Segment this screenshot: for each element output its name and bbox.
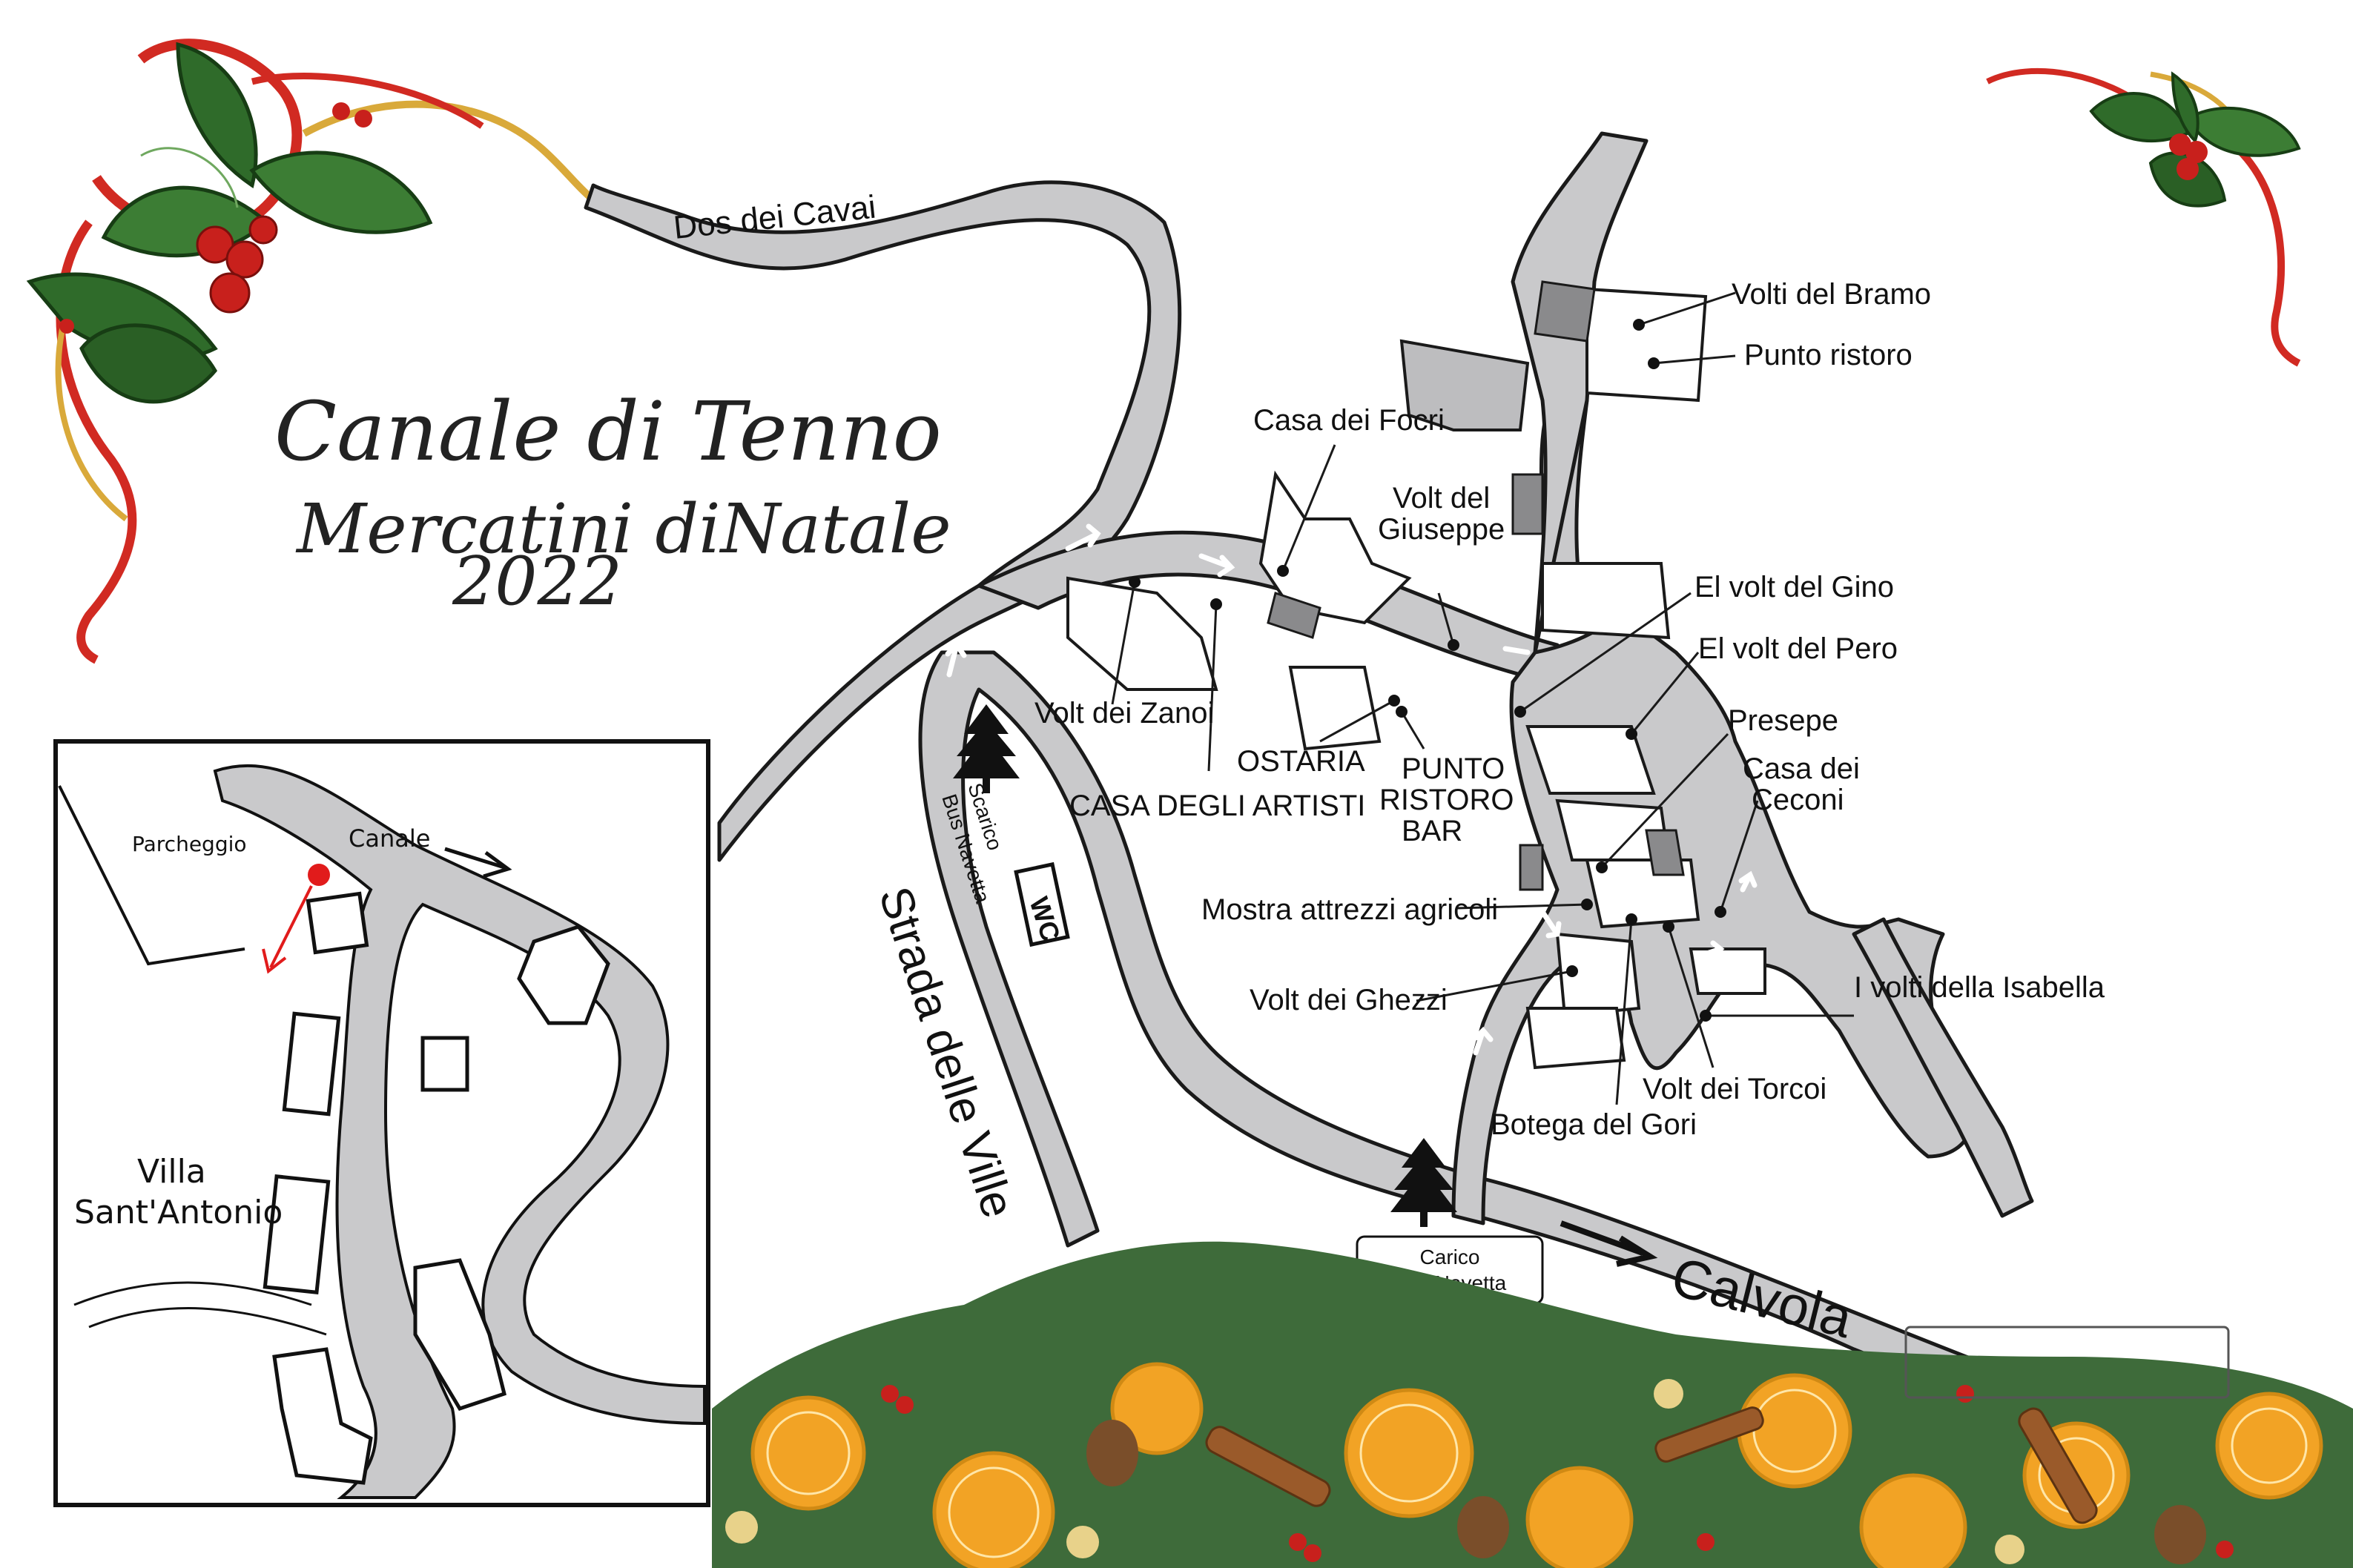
label-volti-del-bramo: Volti del Bramo xyxy=(1732,278,1931,311)
inset-marker-icon xyxy=(308,864,330,886)
label-casa-dei-ceconi-1: Casa dei xyxy=(1743,752,1860,785)
roads xyxy=(584,131,2086,1440)
label-volt-dei-torcoi: Volt dei Torcoi xyxy=(1643,1073,1826,1105)
label-punto-ristoro-bar-2: RISTORO xyxy=(1379,784,1514,816)
title-sub: Mercatini diNatale xyxy=(295,489,951,569)
holly-top-left-icon xyxy=(26,39,610,664)
inset-label-villa-1: Villa xyxy=(137,1153,206,1191)
inset-label-villa-2: Sant'Antonio xyxy=(74,1194,283,1231)
village-blocks xyxy=(1066,287,1766,1070)
label-volt-dei-ghezzi: Volt dei Ghezzi xyxy=(1250,984,1448,1016)
garland-decoration xyxy=(712,1241,2353,1568)
label-volt-del-giuseppe-2: Giuseppe xyxy=(1378,513,1505,546)
label-casa-degli-artisti: CASA DEGLI ARTISTI xyxy=(1069,790,1365,822)
label-botega-del-gori: Botega del Gori xyxy=(1491,1108,1697,1141)
inset-label-parcheggio: Parcheggio xyxy=(132,832,247,856)
title-year: 2022 xyxy=(452,543,622,621)
calvola-arrow-icon xyxy=(1560,1220,1658,1267)
label-presepe: Presepe xyxy=(1728,704,1838,737)
label-ostaria: OSTARIA xyxy=(1237,745,1365,778)
label-el-volt-del-gino: El volt del Gino xyxy=(1694,571,1894,603)
label-volt-del-giuseppe-1: Volt del xyxy=(1393,482,1490,515)
direction-arrows xyxy=(945,523,1758,1056)
wc-icon: WC xyxy=(1014,861,1070,947)
label-punto-ristoro: Punto ristoro xyxy=(1744,339,1913,371)
label-el-volt-del-pero: El volt del Pero xyxy=(1698,632,1898,665)
poi-labels: Volti del Bramo Punto ristoro Casa dei F… xyxy=(1034,278,2105,1141)
title-main: Canale di Tenno xyxy=(274,384,942,479)
label-casa-dei-ceconi-2: Ceconi xyxy=(1752,784,1844,816)
inset-map: Parcheggio Canale Villa Sant'Antonio xyxy=(53,739,710,1507)
label-mostra-attrezzi: Mostra attrezzi agricoli xyxy=(1201,893,1498,926)
label-punto-ristoro-bar-1: PUNTO xyxy=(1402,752,1505,785)
dark-lane-segments xyxy=(1267,280,1685,891)
label-casa-dei-focri: Casa dei Focri xyxy=(1253,404,1445,437)
holly-top-right-icon xyxy=(1986,67,2301,367)
inset-label-canale: Canale xyxy=(349,824,430,853)
tree-icon-scarico xyxy=(953,704,1020,793)
road-label-calvola: Calvola xyxy=(1666,1246,1858,1349)
label-volt-dei-zanoi: Volt dei Zanoi xyxy=(1034,697,1214,730)
label-punto-ristoro-bar-3: BAR xyxy=(1402,815,1462,847)
carico-label-1: Carico xyxy=(1420,1246,1480,1268)
poi-leaders xyxy=(1111,291,1854,1105)
poi-markers xyxy=(1129,319,1726,1022)
tree-icon-carico xyxy=(1390,1138,1457,1227)
label-i-volti-isabella: I volti della Isabella xyxy=(1854,971,2105,1004)
map-title: Canale di Tenno Mercatini diNatale 2022 xyxy=(274,384,951,621)
